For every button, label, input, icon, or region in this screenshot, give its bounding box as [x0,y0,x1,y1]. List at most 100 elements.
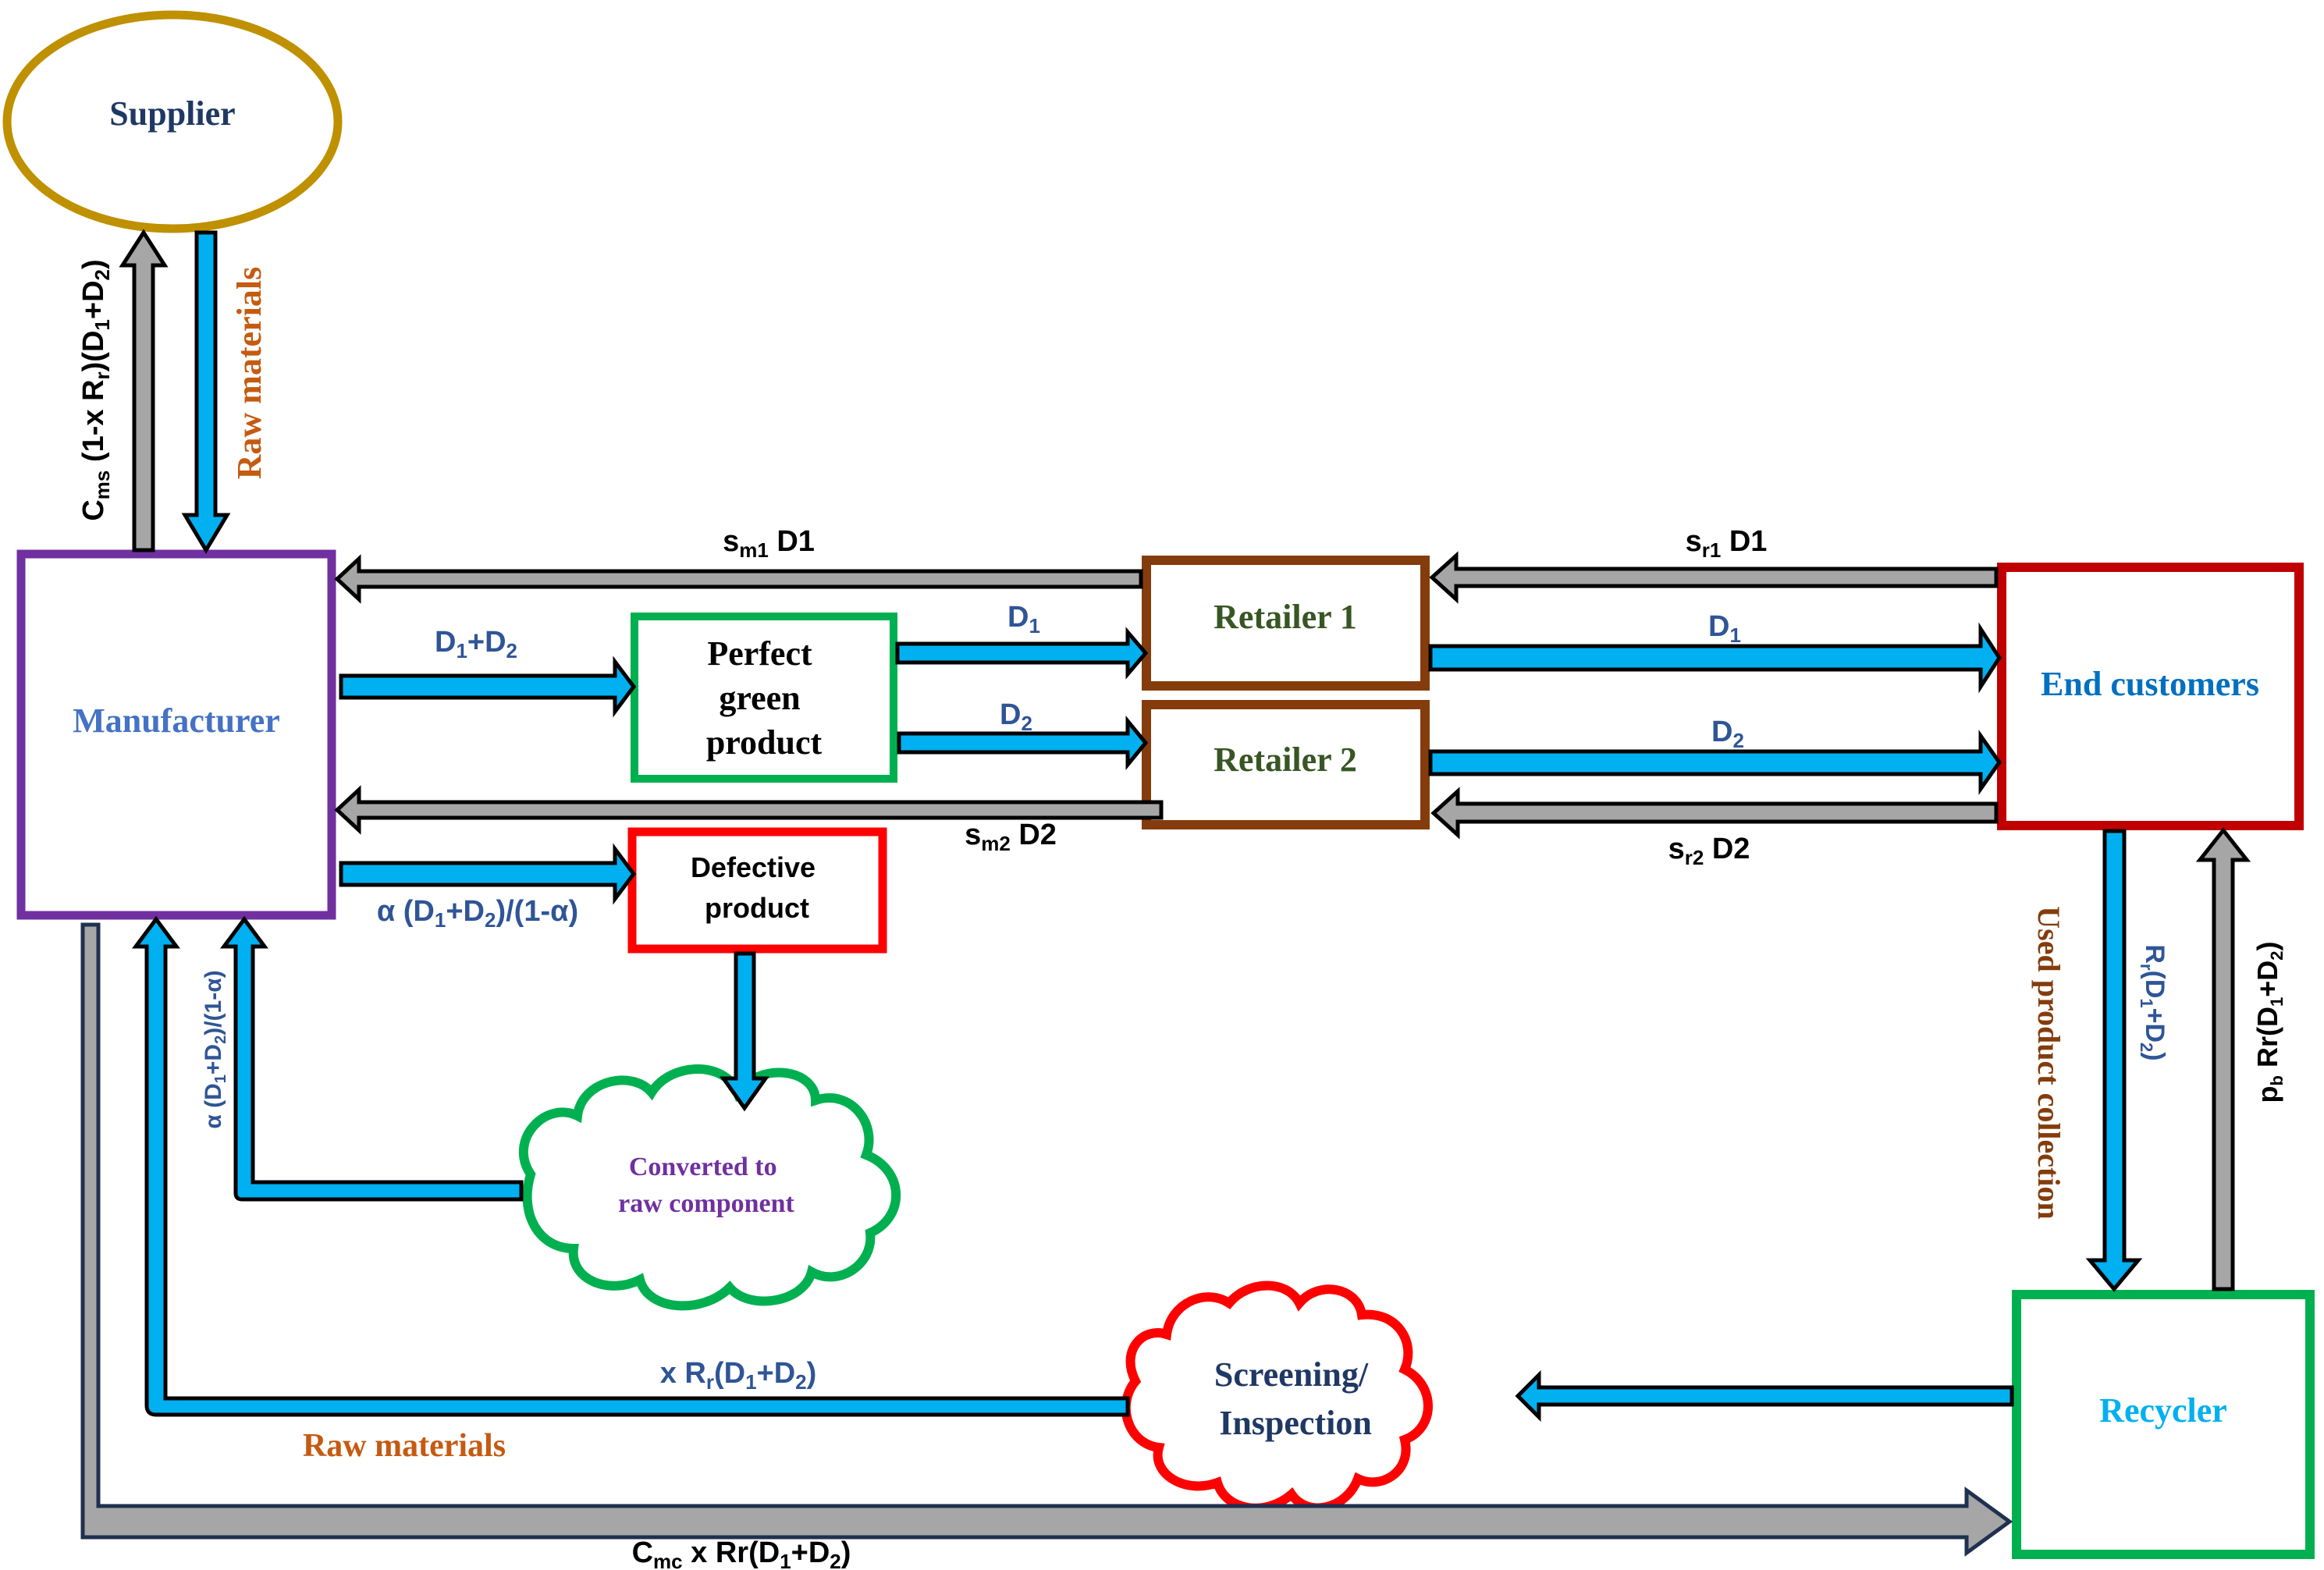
cmc-sub3: 2 [830,1550,840,1570]
d2p-sub: 2 [1021,712,1032,735]
ad-post: +D [446,895,485,928]
raw-materials-down-arrow [181,230,231,554]
recycler-node [2012,1290,2315,1559]
d2-product-label: D2 [1000,698,1032,735]
rr-sub3: 2 [2137,1043,2156,1052]
sr2-pre: s [1668,833,1685,865]
supplier-node [2,10,343,233]
perfect-product-line-1: Perfect [707,634,812,673]
pb-sub3: 2 [2267,951,2287,961]
cms-payment-label: Cms (1-x Rr)(D1+D2) [77,259,114,520]
converted-line-2: raw component [618,1189,794,1218]
d2-customer-label: D2 [1711,716,1744,752]
x-rr-return-arrow [132,915,1130,1417]
d1-plus-d2-arrow [339,655,637,718]
cmc-pre: C [632,1536,653,1569]
d1p-pre: D [1007,601,1029,634]
d12-post: +D [467,626,506,659]
d1c-pre: D [1708,610,1729,643]
pb-payment-arrow [2195,826,2251,1291]
sr1-payment-arrow [1429,551,1999,604]
sm1-pre: s [723,525,739,558]
xrr-pre: x R [660,1357,706,1390]
cms-post3: +D [77,280,110,319]
sr1-sub: r1 [1702,538,1722,562]
rr-post2: +D [2140,1008,2169,1043]
screening-line-1: Screening/ [1214,1355,1369,1394]
d1-customer-label: D1 [1708,610,1741,647]
d1-plus-d2-label: D1+D2 [435,626,517,662]
perfect-product-line-2: green [719,679,800,717]
alpha-return-arrow [220,915,524,1202]
sm2-payment-arrow [334,785,1164,835]
alpha-defective-label: α (D1+D2)/(1-α) [377,895,578,932]
pb-sub2: 1 [2267,997,2287,1007]
xrr-sub3: 2 [795,1370,806,1394]
sr2-post: D2 [1704,833,1750,865]
ar-sub2: 2 [212,1035,229,1044]
rr-post3: ) [2140,1052,2169,1060]
d2-customer-arrow [1428,730,2002,795]
ad-pre: α (D [377,895,435,928]
cmc-post2: +D [791,1536,830,1569]
retailer-2-node [1142,700,1430,829]
d12-pre: D [435,626,456,659]
xrr-post: (D [714,1357,745,1390]
sm1-label: sm1 D1 [723,525,815,562]
cmc-sub2: 1 [780,1550,791,1570]
d2c-sub: 2 [1732,729,1743,752]
rr-collection-label: Rr(D1+D2) [2137,944,2169,1060]
xrr-post2: +D [757,1357,796,1390]
sm1-post: D1 [769,525,815,558]
converted-line-1: Converted to [629,1153,777,1181]
perfect-product-line-3: product [706,723,823,762]
alpha-return-label: α (D1+D2)/(1-α) [201,970,229,1128]
xrr-sub2: 1 [745,1370,756,1394]
used-product-arrow [2085,829,2143,1292]
sm1-sub: m1 [739,538,769,562]
screening-cloud-label: Screening/ Inspection [1214,1355,1377,1442]
pb-pre: p [2251,1085,2283,1103]
retailer-1-node [1142,556,1430,691]
x-rr-label: x Rr(D1+D2) [660,1357,817,1394]
cmc-payment-arrow [80,922,2013,1557]
rr-sub: r [2137,964,2156,971]
supplier-label: Supplier [109,94,235,133]
rr-sub2: 1 [2137,998,2156,1007]
perfect-product-label: Perfect green product [706,634,823,762]
screening-line-2: Inspection [1219,1404,1372,1442]
manufacturer-label: Manufacturer [73,702,280,740]
d1p-sub: 1 [1029,614,1039,638]
ar-pre: α (D [201,1083,226,1128]
defective-product-node [627,827,887,954]
ar-sub: 1 [212,1074,229,1083]
defective-product-label: Defective product [691,851,823,924]
d1-product-arrow [895,627,1149,680]
cms-post2: )(D [77,331,110,372]
sr2-sub: r2 [1685,846,1704,869]
d12-sub: 1 [456,639,467,662]
sr1-post: D1 [1721,525,1767,558]
sr1-label: sr1 D1 [1686,525,1768,562]
pb-payment-label: pb Rr(D1+D2) [2251,942,2287,1103]
defective-to-cloud-arrow [720,951,769,1112]
d1-customer-arrow [1428,622,2002,694]
cms-payment-arrow [119,229,169,552]
sr1-pre: s [1686,525,1702,558]
screening-cloud-node [1121,1281,1433,1513]
sm2-label: sm2 D2 [965,819,1057,855]
sm2-pre: s [965,819,981,851]
pb-post2: +D [2251,961,2283,997]
cms-pre: C [77,499,110,520]
cms-sub2: r [91,371,114,379]
cms-sub4: 2 [91,269,114,280]
sm2-sub: m2 [981,832,1011,855]
used-product-collection-label: Used product collection [2031,906,2066,1219]
ad-sub: 1 [435,908,446,932]
raw-materials-bottom-label: Raw materials [303,1428,506,1464]
d1-product-label: D1 [1007,601,1040,638]
retailer-2-label: Retailer 2 [1214,741,1357,779]
cms-sub3: 1 [91,319,114,330]
converted-cloud-node [518,1064,901,1311]
